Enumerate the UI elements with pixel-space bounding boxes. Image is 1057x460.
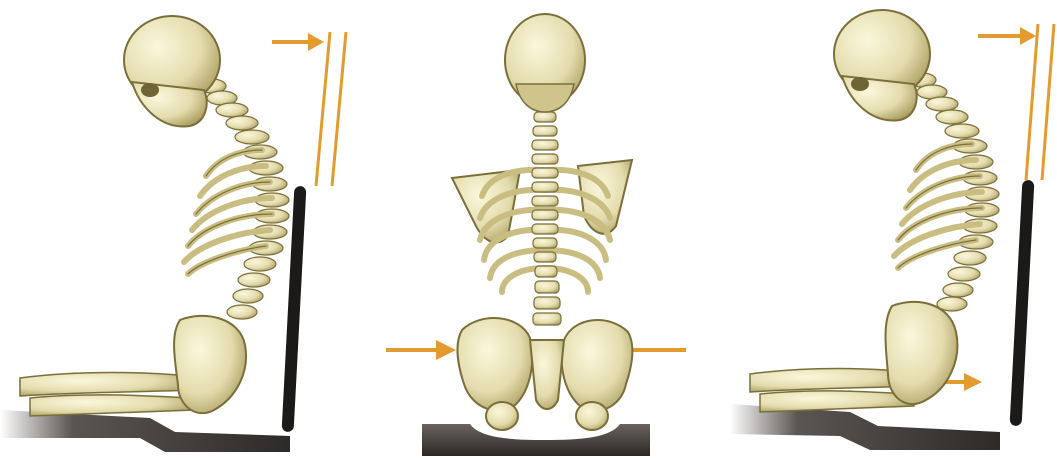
spine-icon [532, 98, 561, 325]
femur [20, 373, 192, 397]
guide-line [1042, 24, 1054, 180]
guide-line [332, 32, 346, 186]
femur [760, 391, 914, 412]
panel-center-svg [370, 0, 700, 460]
pelvis-icon [458, 318, 633, 430]
seat-icon [422, 424, 650, 456]
skull-icon [834, 10, 930, 120]
guide-line [1026, 24, 1038, 180]
panel-center-back-view [370, 0, 700, 460]
panel-left-svg [0, 0, 370, 460]
backrest-icon [1010, 180, 1035, 426]
skull-icon [124, 16, 220, 126]
femur [30, 395, 194, 416]
arrow-right-icon [386, 340, 456, 360]
seat-icon [0, 410, 290, 452]
panel-left-side-view [0, 0, 370, 460]
backrest-icon [282, 186, 307, 432]
skull-icon [505, 14, 585, 112]
pelvis-icon [174, 316, 246, 413]
panel-right-svg [700, 0, 1057, 460]
pelvis-icon [886, 302, 958, 404]
guide-line [316, 32, 330, 186]
panel-right-side-view [700, 0, 1057, 460]
arrow-right-icon [978, 27, 1036, 45]
arrow-right-icon [272, 33, 324, 51]
